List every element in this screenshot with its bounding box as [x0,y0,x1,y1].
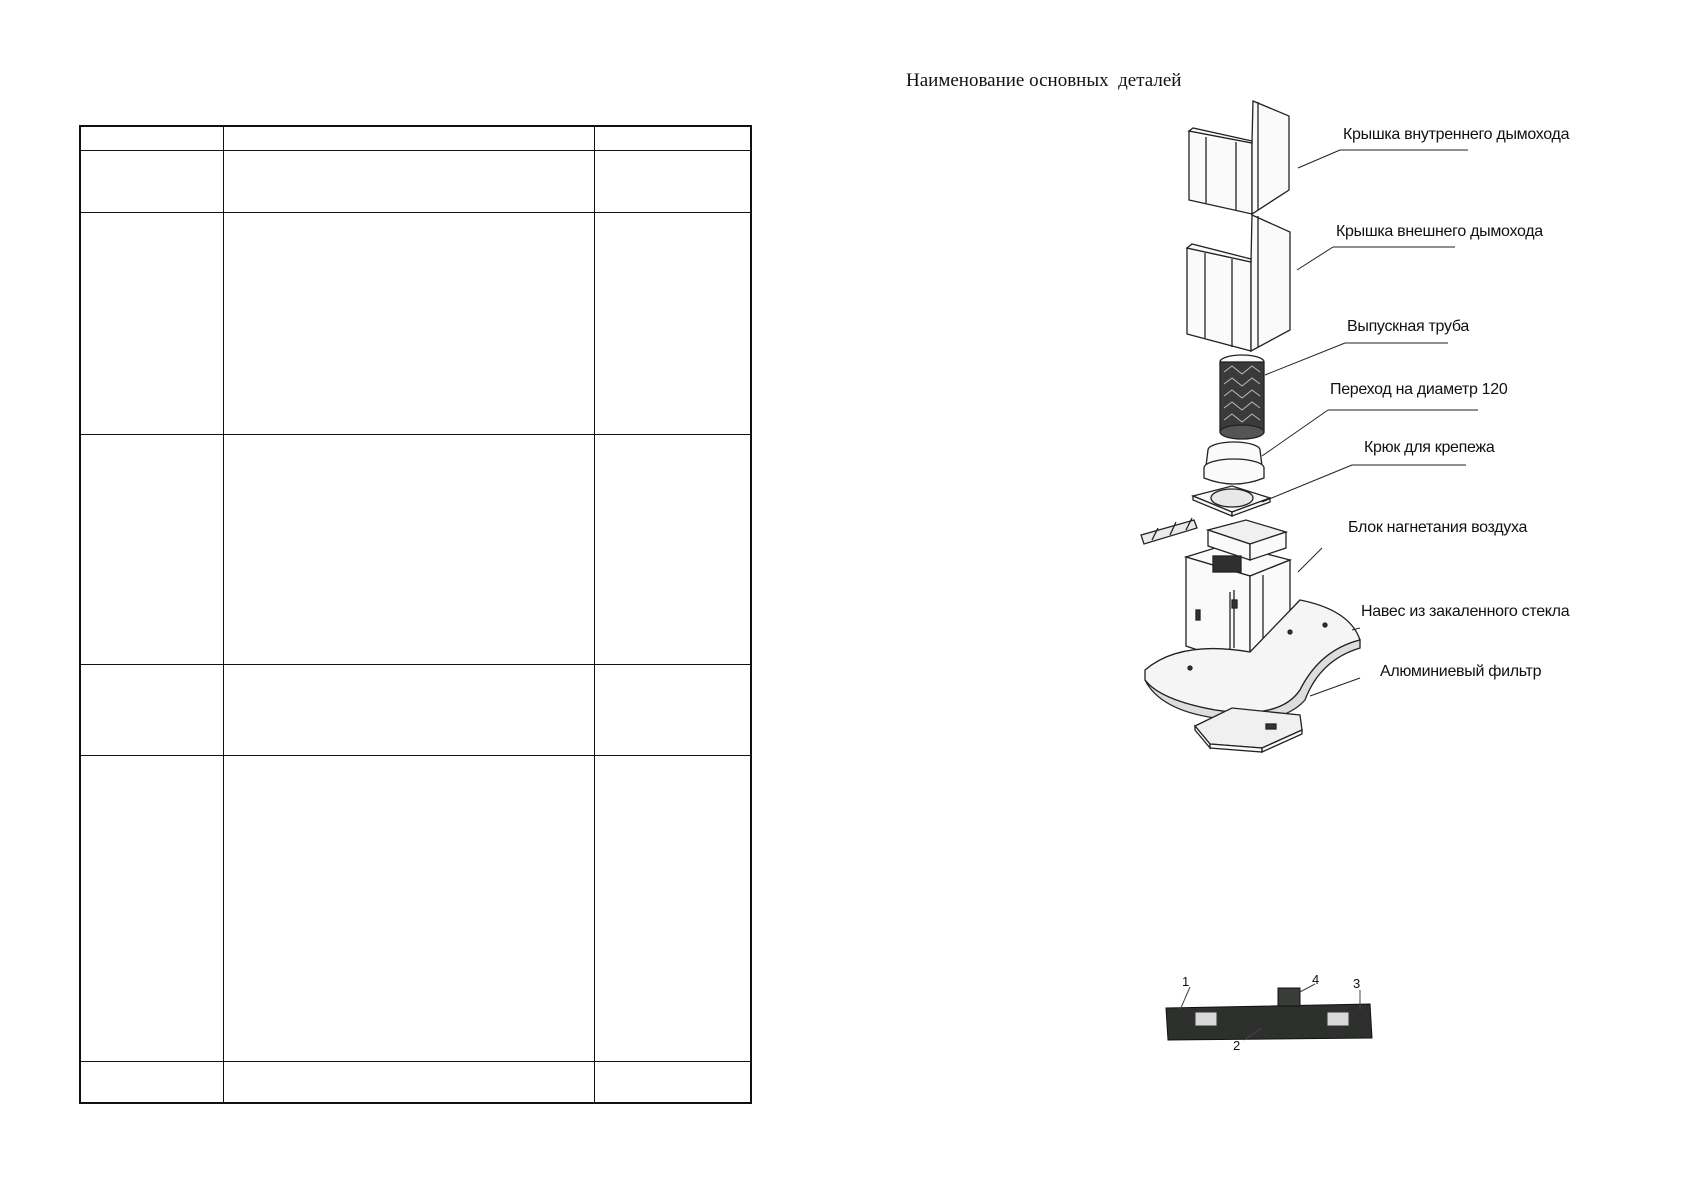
table-row-divider [81,434,750,435]
label-outer-chimney-cover: Крышка внешнего дымохода [1336,223,1543,240]
parts-title: Наименование основных деталей [906,70,1182,91]
table-header-divider [81,150,750,151]
label-aluminium-filter: Алюминиевый фильтр [1380,663,1542,680]
bracket-number-4: 4 [1312,972,1320,987]
mounting-hook-drawing [1190,485,1273,517]
table-row-divider [81,1061,750,1062]
specification-table [79,125,752,1104]
table-row-divider [81,212,750,213]
bracket-number-2: 2 [1233,1038,1241,1053]
leader-lines [1261,149,1478,697]
table-column-divider [223,127,224,1102]
aluminium-filter-drawing [1193,707,1303,754]
outer-chimney-cover-drawing [1185,214,1291,353]
table-column-divider [594,127,595,1102]
label-inner-chimney-cover: Крышка внутреннего дымохода [1343,126,1570,143]
bracket-number-1: 1 [1182,974,1190,989]
inner-chimney-cover-drawing [1187,100,1290,216]
table-row-divider [81,755,750,756]
adapter-120-drawing [1203,441,1265,485]
label-adapter-120: Переход на диаметр 120 [1330,381,1508,398]
bracket-number-3: 3 [1353,976,1361,991]
label-glass-canopy: Навес из закаленного стекла [1361,603,1570,620]
table-row-divider [81,664,750,665]
label-blower-unit: Блок нагнетания воздуха [1348,519,1528,536]
label-mounting-hook: Крюк для крепежа [1364,439,1495,456]
exhaust-pipe-drawing [1219,354,1265,440]
label-exhaust-pipe: Выпускная труба [1347,318,1469,335]
